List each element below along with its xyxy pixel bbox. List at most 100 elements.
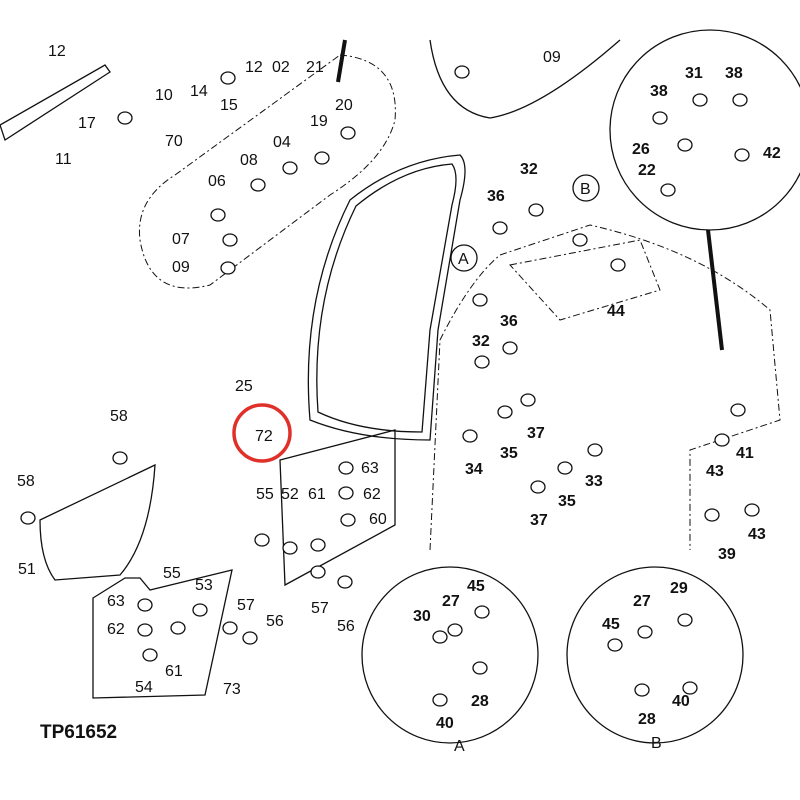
part-label-40: 40 (436, 715, 454, 732)
part-glyph (557, 461, 573, 475)
part-glyph (314, 151, 330, 165)
part-label-54: 54 (135, 679, 153, 696)
part-label-70: 70 (165, 133, 183, 150)
bracket-72 (279, 429, 396, 587)
part-glyph (682, 681, 698, 695)
part-glyph (587, 443, 603, 457)
part-glyph (220, 71, 236, 85)
part-label-06: 06 (208, 173, 226, 190)
part-label-55: 55 (163, 565, 181, 582)
part-label-44: 44 (607, 303, 625, 320)
part-label-33: 33 (585, 473, 603, 490)
part-label-60: 60 (369, 511, 387, 528)
leader-thick (336, 39, 347, 83)
part-glyph (340, 513, 356, 527)
rail-11 (0, 64, 111, 142)
part-label-15: 15 (220, 97, 238, 114)
part-label-43: 43 (706, 463, 724, 480)
part-label-61: 61 (165, 663, 183, 680)
part-label-29: 29 (670, 580, 688, 597)
part-label-26: 26 (632, 141, 650, 158)
part-label-51: 51 (18, 561, 36, 578)
part-label-63: 63 (361, 460, 379, 477)
part-glyph (447, 623, 463, 637)
part-label-53: 53 (195, 577, 213, 594)
part-label-32: 32 (472, 333, 490, 350)
part-label-37: 37 (527, 425, 545, 442)
part-label-B: B (580, 181, 591, 198)
part-glyph (337, 575, 353, 589)
part-label-39: 39 (718, 546, 736, 563)
part-label-A: A (458, 251, 469, 268)
part-glyph (462, 429, 478, 443)
part-label-28: 28 (471, 693, 489, 710)
part-label-08: 08 (240, 152, 258, 169)
part-label-28: 28 (638, 711, 656, 728)
part-label-58: 58 (17, 473, 35, 490)
part-label-21: 21 (306, 59, 324, 76)
part-glyph (112, 451, 128, 465)
part-glyph (474, 355, 490, 369)
leader-thick (706, 229, 724, 351)
part-glyph (704, 508, 720, 522)
detail-circle-b (566, 566, 744, 744)
highlight-circle (232, 403, 292, 463)
part-glyph (20, 511, 36, 525)
part-glyph (250, 178, 266, 192)
detail-oval-top (429, 39, 621, 119)
part-label-52: 52 (281, 486, 299, 503)
part-glyph (530, 480, 546, 494)
part-label-27: 27 (442, 593, 460, 610)
part-glyph (634, 683, 650, 697)
part-glyph (242, 631, 258, 645)
part-label-22: 22 (638, 162, 656, 179)
part-glyph (282, 541, 298, 555)
part-label-30: 30 (413, 608, 431, 625)
detail-circle-top-right (609, 29, 800, 231)
part-label-04: 04 (273, 134, 291, 151)
part-glyph (730, 403, 746, 417)
part-label-62: 62 (107, 621, 125, 638)
part-glyph (222, 233, 238, 247)
part-label-12: 12 (48, 43, 66, 60)
part-label-14: 14 (190, 83, 208, 100)
part-glyph (170, 621, 186, 635)
part-glyph (142, 648, 158, 662)
part-glyph (472, 661, 488, 675)
part-glyph (338, 461, 354, 475)
part-label-72: 72 (255, 428, 273, 445)
part-glyph (652, 111, 668, 125)
part-glyph (310, 538, 326, 552)
part-label-19: 19 (310, 113, 328, 130)
part-glyph (210, 208, 226, 222)
part-glyph (528, 203, 544, 217)
part-glyph (610, 258, 626, 272)
part-glyphs (20, 65, 760, 707)
part-label-32: 32 (520, 161, 538, 178)
bracket-73 (92, 569, 233, 699)
part-label-61: 61 (308, 486, 326, 503)
part-glyph (660, 183, 676, 197)
part-label-42: 42 (763, 145, 781, 162)
part-glyph (310, 565, 326, 579)
part-label-56: 56 (337, 618, 355, 635)
part-glyph (637, 625, 653, 639)
part-glyph (502, 341, 518, 355)
part-glyph (220, 261, 236, 275)
part-label-12: 12 (245, 59, 263, 76)
part-label-62: 62 (363, 486, 381, 503)
part-label-36: 36 (487, 188, 505, 205)
part-label-07: 07 (172, 231, 190, 248)
door-seal-25 (307, 154, 466, 441)
part-label-09: 09 (172, 259, 190, 276)
part-glyph (492, 221, 508, 235)
part-label-A: A (454, 738, 465, 755)
part-label-35: 35 (500, 445, 518, 462)
part-label-37: 37 (530, 512, 548, 529)
part-glyph (340, 126, 356, 140)
part-label-38: 38 (725, 65, 743, 82)
part-label-45: 45 (467, 578, 485, 595)
